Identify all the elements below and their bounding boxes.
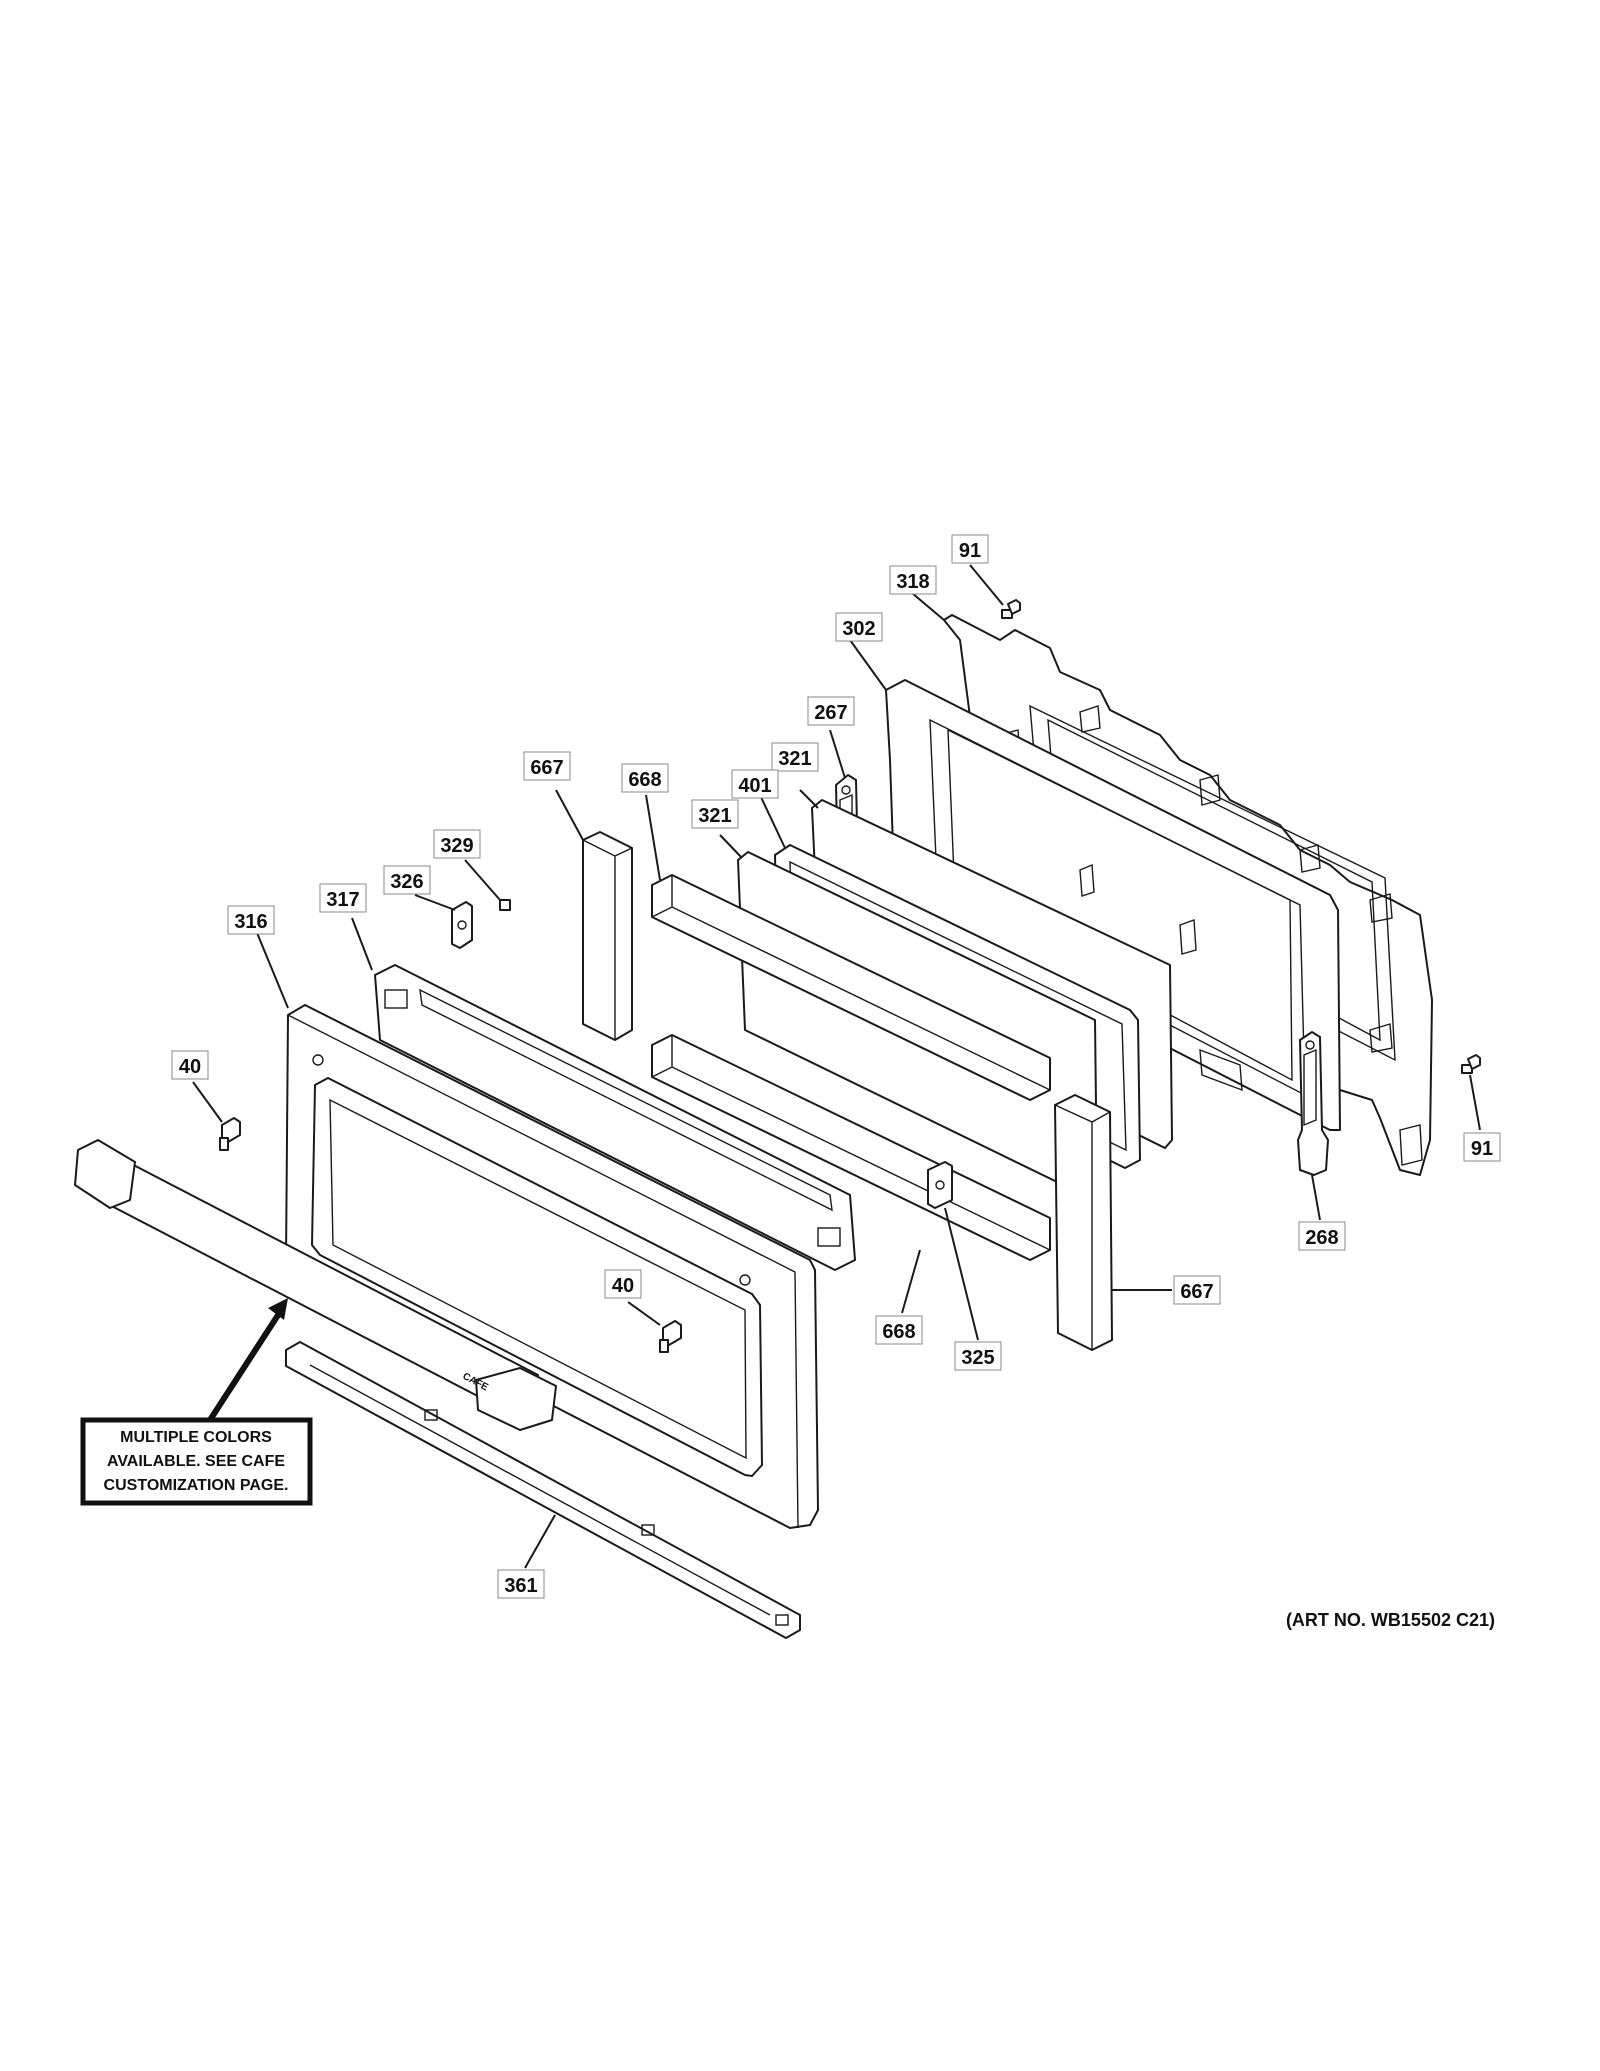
callout-361: 361 <box>497 1569 545 1599</box>
svg-text:268: 268 <box>1305 1227 1338 1249</box>
callout-326: 326 <box>383 865 431 895</box>
svg-text:317: 317 <box>326 889 359 911</box>
part-325-bracket <box>927 1161 953 1209</box>
callout-40-left: 40 <box>171 1050 209 1080</box>
callout-321-b: 321 <box>691 799 739 829</box>
svg-text:40: 40 <box>179 1056 201 1078</box>
svg-text:267: 267 <box>814 702 847 724</box>
callout-91-top: 91 <box>951 534 989 564</box>
svg-text:302: 302 <box>842 618 875 640</box>
svg-text:667: 667 <box>530 757 563 779</box>
svg-text:91: 91 <box>1471 1138 1493 1160</box>
art-number: (ART NO. WB15502 C21) <box>1286 1610 1495 1630</box>
callout-267: 267 <box>807 696 855 726</box>
svg-text:401: 401 <box>738 775 771 797</box>
part-316-outer-door <box>285 1004 819 1529</box>
callout-316: 316 <box>227 905 275 935</box>
part-handle: CAFE <box>74 1139 557 1431</box>
leader-lines <box>192 564 1481 1569</box>
callout-668-bottom: 668 <box>875 1315 923 1345</box>
svg-text:321: 321 <box>698 805 731 827</box>
part-668-top-insulation <box>651 874 1051 1101</box>
svg-text:667: 667 <box>1180 1281 1213 1303</box>
part-668-bottom-insulation <box>651 1034 1051 1261</box>
callout-91-right: 91 <box>1463 1132 1501 1162</box>
part-667-left-insulation <box>582 831 633 1041</box>
note-line-2: AVAILABLE. SEE CAFE <box>107 1453 285 1470</box>
part-91-screw-top <box>1001 599 1021 619</box>
callout-318: 318 <box>889 565 937 595</box>
callout-268: 268 <box>1298 1221 1346 1251</box>
svg-text:321: 321 <box>778 748 811 770</box>
part-317-vent-trim <box>374 964 856 1271</box>
note-leader-arrow <box>207 1298 288 1422</box>
callout-321-a: 321 <box>771 742 819 772</box>
svg-text:318: 318 <box>896 571 929 593</box>
callout-302: 302 <box>835 612 883 642</box>
part-91-screw-right <box>1461 1054 1481 1074</box>
callout-325: 325 <box>954 1341 1002 1371</box>
callout-667-right: 667 <box>1173 1275 1221 1305</box>
color-options-note: MULTIPLE COLORS AVAILABLE. SEE CAFE CUST… <box>80 1417 313 1506</box>
svg-text:668: 668 <box>882 1321 915 1343</box>
svg-text:40: 40 <box>612 1275 634 1297</box>
callout-317: 317 <box>319 883 367 913</box>
part-329-clip <box>499 899 511 911</box>
part-40-screw-left <box>219 1117 241 1151</box>
note-line-3: CUSTOMIZATION PAGE. <box>104 1477 289 1494</box>
callout-329: 329 <box>433 829 481 859</box>
svg-text:329: 329 <box>440 835 473 857</box>
part-268-hinge <box>1297 1031 1329 1176</box>
callout-667-top: 667 <box>523 751 571 781</box>
part-361-bottom-rail <box>285 1341 801 1639</box>
svg-text:316: 316 <box>234 911 267 933</box>
svg-text:91: 91 <box>959 540 981 562</box>
svg-text:326: 326 <box>390 871 423 893</box>
part-667-right-insulation <box>1054 1094 1113 1351</box>
part-40-screw-mid <box>659 1320 682 1353</box>
part-326-bracket <box>451 901 473 949</box>
callout-40-mid: 40 <box>604 1269 642 1299</box>
svg-text:668: 668 <box>628 769 661 791</box>
svg-text:325: 325 <box>961 1347 994 1369</box>
note-line-1: MULTIPLE COLORS <box>120 1429 272 1446</box>
callout-401: 401 <box>731 769 779 799</box>
callout-668-top: 668 <box>621 763 669 793</box>
svg-text:361: 361 <box>504 1575 537 1597</box>
